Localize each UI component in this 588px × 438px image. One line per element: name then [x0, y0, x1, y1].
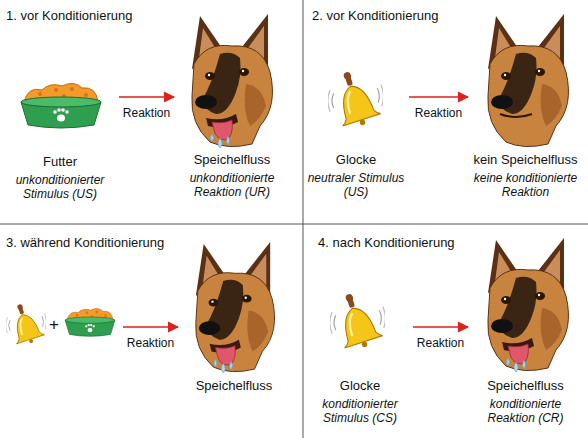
term-caption: unkonditionierter Stimulus (US) [4, 173, 116, 201]
food-bowl [21, 83, 101, 128]
caption: Glocke [310, 378, 410, 393]
caption: Glocke [306, 152, 406, 167]
caption: Speichelfluss [172, 152, 292, 167]
image-caption-group: + [3, 296, 120, 356]
caption: Speichelfluss [176, 378, 292, 393]
panel-heading: 2. vor Konditionierung [312, 8, 438, 23]
edge-label: Reaktion [416, 336, 465, 350]
image-caption-group: Speichelfluss konditionierte Reaktion (CR… [466, 238, 585, 425]
arrow [409, 96, 468, 98]
image-caption-group: Futter unkonditionierter Stimulus (US) [4, 70, 116, 201]
panel-heading: 4. nach Konditionierung [318, 235, 455, 250]
image-caption-group: Glocke konditionierter Stimulus (CS) [310, 282, 410, 425]
caption: Speichelfluss [466, 378, 585, 393]
dog-salivating [196, 242, 275, 373]
bell-icon [329, 288, 385, 353]
term-caption: konditionierter Stimulus (CS) [310, 397, 410, 425]
image-caption-group: kein Speichelfluss keine konditionierte R… [466, 12, 585, 199]
panel-heading: 1. vor Konditionierung [6, 8, 132, 23]
arrow [119, 96, 174, 98]
arrow [123, 326, 178, 328]
arrow [413, 326, 468, 328]
edge-label: Reaktion [414, 106, 463, 120]
caption: kein Speichelfluss [466, 152, 585, 167]
image-caption-group: Glocke neutraler Stimulus (US) [306, 60, 406, 199]
image-caption-group: Speichelfluss [176, 238, 292, 393]
edge-label: Reaktion [126, 336, 175, 350]
term-caption: keine konditionierte Reaktion [466, 171, 585, 199]
caption: Futter [4, 154, 116, 169]
edge-label: Reaktion [122, 106, 171, 120]
food-bowl [65, 309, 115, 337]
plus-sign: + [49, 316, 59, 333]
dog-salivating [488, 238, 569, 372]
bell-icon [327, 66, 383, 131]
panel-heading: 3. während Konditionierung [6, 235, 164, 250]
term-caption: neutraler Stimulus (US) [306, 171, 406, 199]
dog-salivating [192, 14, 273, 148]
term-caption: unkonditionierte Reaktion (UR) [172, 171, 292, 199]
term-caption: konditionierte Reaktion (CR) [466, 397, 585, 425]
image-caption-group: Speichelfluss unkonditionierte Reaktion (… [172, 12, 292, 199]
dog-dry [488, 14, 569, 147]
panel-divider [0, 224, 588, 225]
panel-divider [303, 0, 304, 438]
bell-icon [5, 300, 46, 348]
